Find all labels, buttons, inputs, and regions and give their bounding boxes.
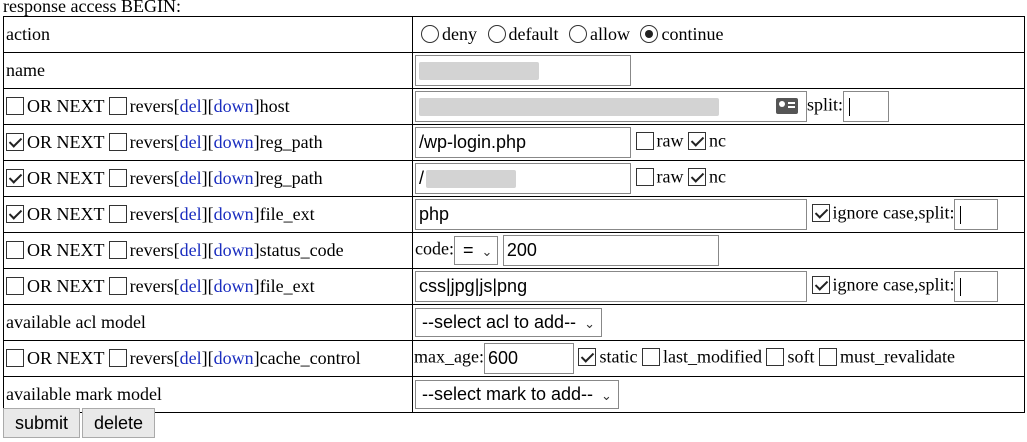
or-next-checkbox[interactable] [6, 97, 24, 115]
chevron-down-icon: ⌄ [601, 388, 612, 403]
raw-checkbox[interactable] [635, 131, 654, 150]
raw-checkbox[interactable] [635, 167, 654, 186]
ignore-case-checkbox[interactable] [811, 203, 830, 222]
condition-row-file-ext-2: OR NEXT revers[del][down]file_ext css|jp… [3, 268, 1025, 305]
submit-button[interactable]: submit [3, 408, 81, 438]
condition-row-reg-path: OR NEXT revers[del][down]reg_path /wp-lo… [3, 124, 1025, 161]
file-ext-input[interactable]: php [415, 199, 807, 230]
del-link[interactable]: del [179, 348, 202, 368]
down-link[interactable]: down [213, 348, 254, 368]
or-next-checkbox[interactable] [6, 133, 24, 151]
action-options: deny default allow continue [412, 16, 1025, 53]
or-next-checkbox[interactable] [6, 349, 24, 367]
page-heading: response access BEGIN: [3, 0, 181, 16]
field-name: file_ext [259, 276, 315, 296]
must-revalidate-checkbox[interactable] [818, 347, 837, 366]
operator-select[interactable]: =⌄ [453, 236, 499, 265]
or-next-checkbox[interactable] [6, 241, 24, 259]
acl-model-row: available acl model --select acl to add-… [3, 304, 1025, 341]
revers-checkbox[interactable] [108, 133, 127, 151]
split-input[interactable] [954, 199, 999, 230]
static-checkbox[interactable] [578, 347, 597, 366]
acl-model-label: available acl model [3, 304, 413, 341]
name-label: name [3, 52, 413, 89]
reg-path-input[interactable]: /wp-login.php [415, 127, 631, 158]
text-caret [960, 206, 962, 225]
nc-checkbox[interactable] [687, 167, 706, 186]
condition-row-cache-control: OR NEXT revers[del][down]cache_control m… [3, 340, 1025, 377]
del-link[interactable]: del [179, 204, 202, 224]
revers-checkbox[interactable] [108, 97, 127, 115]
action-row: action deny default allow continue [3, 16, 1025, 53]
down-link[interactable]: down [213, 240, 254, 260]
ignore-case-checkbox[interactable] [811, 275, 830, 294]
or-next-checkbox[interactable] [6, 277, 24, 295]
acl-table: action deny default allow continue name … [3, 16, 1025, 413]
down-link[interactable]: down [213, 96, 254, 116]
text-caret [849, 98, 851, 117]
del-link[interactable]: del [179, 276, 202, 296]
revers-checkbox[interactable] [108, 349, 127, 367]
text-caret [960, 278, 962, 297]
chevron-down-icon: ⌄ [584, 316, 595, 331]
split-input[interactable] [954, 271, 999, 302]
down-link[interactable]: down [213, 132, 254, 152]
field-name: status_code [259, 240, 344, 260]
chevron-down-icon: ⌄ [481, 244, 493, 259]
radio-continue[interactable] [640, 25, 659, 43]
or-next-checkbox[interactable] [6, 169, 24, 187]
del-link[interactable]: del [179, 168, 202, 188]
del-link[interactable]: del [179, 240, 202, 260]
delete-button[interactable]: delete [82, 408, 156, 438]
field-name: cache_control [259, 348, 361, 368]
condition-row-file-ext: OR NEXT revers[del][down]file_ext php ig… [3, 196, 1025, 233]
revers-checkbox[interactable] [108, 205, 127, 223]
del-link[interactable]: del [179, 132, 202, 152]
condition-row-status-code: OR NEXT revers[del][down]status_code cod… [3, 232, 1025, 269]
down-link[interactable]: down [213, 168, 254, 188]
field-name: reg_path [259, 168, 323, 188]
radio-deny[interactable] [421, 25, 439, 43]
host-input[interactable] [415, 91, 807, 122]
action-label: action [3, 16, 413, 53]
mark-select[interactable]: --select mark to add--⌄ [415, 380, 619, 409]
field-name: reg_path [259, 132, 323, 152]
radio-default[interactable] [487, 25, 506, 43]
revers-checkbox[interactable] [108, 277, 127, 295]
or-next-checkbox[interactable] [6, 205, 24, 223]
revers-checkbox[interactable] [108, 241, 127, 259]
redacted-name [419, 62, 539, 81]
radio-allow[interactable] [568, 25, 587, 43]
name-input[interactable] [415, 55, 631, 86]
reg-path-input[interactable]: / [415, 163, 631, 194]
redacted-path [426, 170, 517, 189]
soft-checkbox[interactable] [766, 347, 785, 366]
contact-card-icon [776, 98, 798, 114]
max-age-input[interactable]: 600 [483, 343, 574, 374]
last-modified-checkbox[interactable] [641, 347, 660, 366]
del-link[interactable]: del [179, 96, 202, 116]
mark-model-label: available mark model [3, 376, 413, 413]
down-link[interactable]: down [213, 276, 254, 296]
field-name: file_ext [259, 204, 315, 224]
down-link[interactable]: down [213, 204, 254, 224]
status-code-input[interactable]: 200 [502, 235, 719, 266]
field-name: host [259, 96, 290, 116]
name-row: name [3, 52, 1025, 89]
split-input[interactable] [843, 91, 890, 122]
mark-model-row: available mark model --select mark to ad… [3, 376, 1025, 413]
redacted-host [419, 98, 719, 117]
acl-select[interactable]: --select acl to add--⌄ [415, 308, 602, 337]
condition-row-reg-path-2: OR NEXT revers[del][down]reg_path / raw … [3, 160, 1025, 197]
nc-checkbox[interactable] [687, 131, 706, 150]
revers-checkbox[interactable] [108, 169, 127, 187]
condition-row-host: OR NEXT revers[del][down]host split: [3, 88, 1025, 125]
file-ext-input[interactable]: css|jpg|js|png [415, 271, 807, 302]
